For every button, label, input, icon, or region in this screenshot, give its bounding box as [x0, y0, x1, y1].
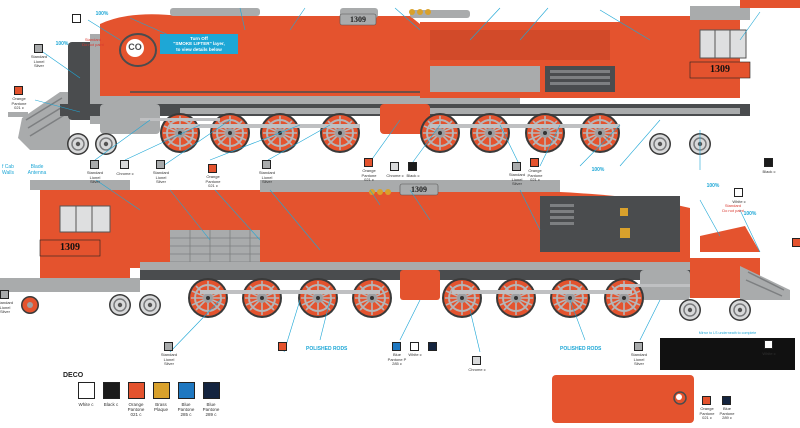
deco-swatch-label: White c — [78, 402, 94, 407]
label-std-silver-6: Standard Lionel Silver — [160, 352, 178, 367]
tender-label-blue: Blue Pantone 289 c — [719, 406, 735, 421]
swatch-silver-4 — [262, 160, 271, 169]
swatch-bluetooth — [428, 342, 437, 351]
swatch-silver-2 — [90, 160, 99, 169]
cab-walls-label: f Cab Walls — [1, 164, 15, 176]
do-not-paint-note-a: Standard Do not paint — [82, 37, 104, 47]
label-chrome-1: Chrome c — [116, 171, 134, 176]
leader-lines — [34, 7, 761, 353]
swatch-orange-1 — [14, 86, 23, 95]
label-std-silver-7: Standard Lionel Silver — [0, 300, 14, 315]
label-std-silver-3: Standard Lionel Silver — [152, 170, 170, 185]
top-locomotive — [8, 0, 800, 156]
swatch-chrome-3 — [472, 356, 481, 365]
number-plate-cab-top: 1309 — [710, 64, 730, 75]
swatch-white-bottom — [410, 342, 419, 351]
deco-swatch — [78, 382, 95, 399]
swatch-silver-1 — [34, 44, 43, 53]
deco-swatch — [128, 382, 145, 399]
swatch-silver-7 — [0, 290, 9, 299]
label-black-2: Black c — [762, 169, 776, 174]
swatch-chrome-1 — [120, 160, 129, 169]
polished-rods-label-b: POLISHED RODS — [560, 346, 602, 352]
tender-inset — [552, 375, 694, 423]
do-not-paint-note-b: Standard Do not paint — [722, 203, 744, 213]
pct-label-right-a: 100% — [706, 183, 720, 189]
pct-label-right-b: 100% — [743, 211, 757, 217]
deco-swatch-label: Black c — [103, 402, 119, 407]
tender-swatch-blue — [722, 396, 731, 405]
label-orange-4: Orange Pantone 021 c — [527, 168, 543, 183]
label-std-silver-1: Standard Lionel Silver — [30, 54, 48, 69]
deco-swatch-label: Blue Pantone 289 c — [202, 402, 220, 417]
number-plate-bottom: 1309 — [411, 185, 427, 194]
swatch-orange-3 — [364, 158, 373, 167]
polished-rods-label-a: POLISHED RODS — [306, 346, 348, 352]
blade-antenna-label: Blade Antenna — [27, 164, 47, 176]
deco-swatch — [178, 382, 195, 399]
bottom-locomotive — [0, 180, 790, 322]
label-orange-3: Orange Pantone 021 c — [361, 168, 377, 183]
deco-swatch-label: Brass Plaque — [153, 402, 168, 412]
deco-swatch-label: Blue Pantone 285 c — [177, 402, 195, 417]
swatch-blue-285 — [392, 342, 401, 351]
logo-text-top: CO — [128, 42, 142, 52]
number-plate-top: 1309 — [350, 15, 366, 24]
mirror-note: Mirror to LS underneath to complete — [698, 331, 757, 335]
pct-label-top-left: 100% — [95, 11, 109, 17]
swatch-orange-5 — [278, 342, 287, 351]
swatch-silver-6 — [164, 342, 173, 351]
smoke-lifter-callout: Turn Off "SMOKE LIFTER" layer, to view d… — [160, 34, 238, 55]
number-plate-cab-bottom: 1309 — [60, 242, 80, 253]
label-std-silver-8: Standard Lionel Silver — [630, 352, 648, 367]
deco-swatch-label: Orange Pantone 021 c — [127, 402, 145, 417]
deco-title: DECO — [63, 372, 84, 379]
label-white-2: White c — [408, 352, 422, 357]
swatch-orange-2 — [208, 164, 217, 173]
deco-swatch — [103, 382, 120, 399]
label-chrome-3: Chrome c — [468, 367, 486, 372]
tender-label-orange: Orange Pantone 021 c — [699, 406, 715, 421]
label-std-silver-5: Standard Lionel Silver — [508, 172, 526, 187]
swatch-orange-4 — [530, 158, 539, 167]
swatch-white-far-right — [764, 340, 773, 349]
deco-swatch — [203, 382, 220, 399]
swatch-silver-8 — [634, 342, 643, 351]
label-std-silver-4: Standard Lionel Silver — [258, 170, 276, 185]
swatch-black-1 — [408, 162, 417, 171]
label-blue-pantone: Blue Pantone P 285 c — [387, 352, 407, 367]
pct-label-left: 100% — [55, 41, 69, 47]
deco-swatch — [153, 382, 170, 399]
label-black-1: Black c — [406, 173, 420, 178]
swatch-white-right — [734, 188, 743, 197]
swatch-black-2 — [764, 158, 773, 167]
label-white-1: White c — [732, 199, 746, 204]
swatch-silver-5 — [512, 162, 521, 171]
label-white-3: White c — [762, 351, 776, 356]
label-orange-2: Orange Pantone 021 c — [205, 174, 221, 189]
swatch-white-top-1 — [72, 14, 81, 23]
swatch-orange-right — [792, 238, 800, 247]
tender-swatch-orange — [702, 396, 711, 405]
label-std-silver-2: Standard Lionel Silver — [86, 170, 104, 185]
pct-label-mid: 100% — [591, 167, 605, 173]
swatch-chrome-2 — [390, 162, 399, 171]
swatch-silver-3 — [156, 160, 165, 169]
label-chrome-2: Chrome c — [386, 173, 404, 178]
label-orange-1: Orange Pantone 021 c — [11, 96, 27, 111]
